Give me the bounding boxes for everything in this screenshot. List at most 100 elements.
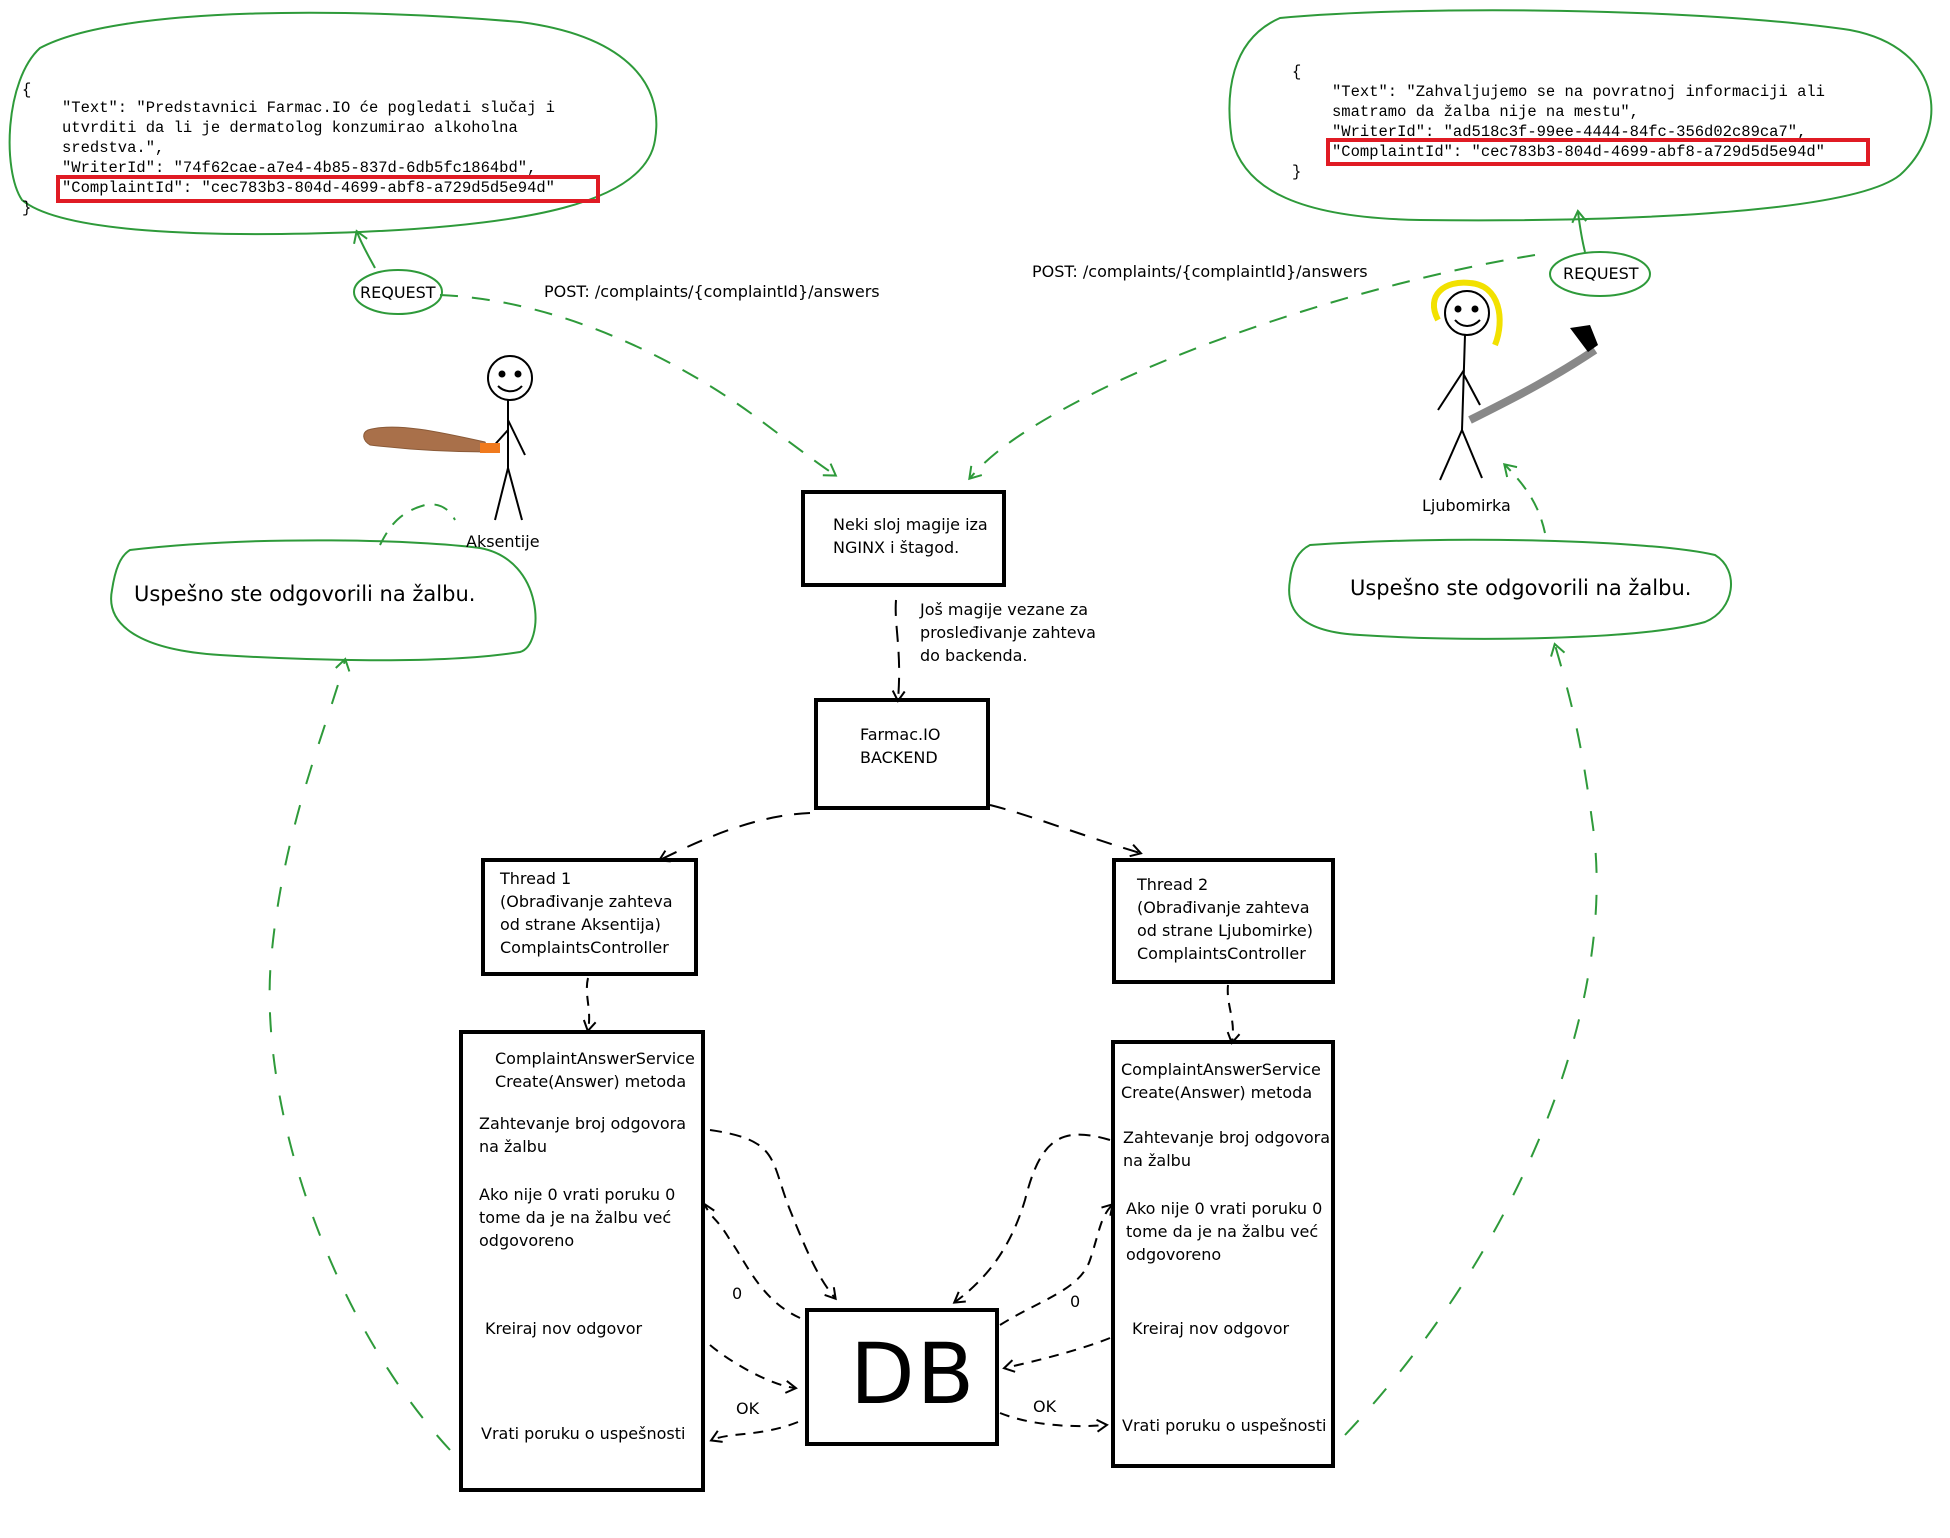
left-endpoint-label: POST: /complaints/{complaintId}/answers	[544, 282, 880, 301]
nginx-note-line2: prosleđivanje zahteva	[920, 623, 1096, 642]
right-service-step2b: tome da je na žalbu već	[1126, 1222, 1319, 1241]
nginx-note-line1: Još magije vezane za	[920, 600, 1089, 619]
right-service-step3: Kreiraj nov odgovor	[1132, 1319, 1290, 1338]
db-box	[805, 1308, 999, 1446]
left-request-brace-open: {	[22, 81, 32, 99]
left-service-step2b: tome da je na žalbu već	[479, 1208, 672, 1227]
left-create-to-db-arrow	[709, 1344, 798, 1394]
nginx-box	[801, 490, 1006, 587]
left-actor-club	[363, 426, 491, 453]
backend-box-line2: BACKEND	[860, 748, 938, 767]
thread1-line2: (Obrađivanje zahteva	[500, 892, 673, 911]
left-request-label: REQUEST	[360, 283, 436, 302]
right-db-ok-arrow	[999, 1412, 1109, 1433]
thread2-line4: ComplaintsController	[1137, 944, 1306, 963]
nginx-box-line2: NGINX i štagod.	[833, 538, 960, 557]
left-db-ok-arrow	[709, 1421, 799, 1443]
left-zero-label: 0	[732, 1284, 743, 1303]
left-service-step1a: Zahtevanje broj odgovora	[479, 1114, 687, 1133]
right-service-box	[1111, 1040, 1335, 1468]
right-service-title1: ComplaintAnswerService	[1121, 1060, 1321, 1079]
left-request-complaint-line: "ComplaintId": "cec783b3-804d-4699-abf8-…	[62, 179, 555, 197]
thread2-to-service-arrow	[1226, 984, 1241, 1045]
thread2-line3: od strane Ljubomirke)	[1137, 921, 1313, 940]
left-service-title2: Create(Answer) metoda	[495, 1072, 687, 1091]
left-service-step2a: Ako nije 0 vrati poruku 0	[479, 1185, 676, 1204]
left-service-step3: Kreiraj nov odgovor	[485, 1319, 643, 1338]
left-service-step1b: na žalbu	[479, 1137, 547, 1156]
right-request-text-line1: "Text": "Zahvaljujemo se na povratnoj in…	[1332, 83, 1825, 101]
right-actor-figure	[1430, 279, 1503, 481]
right-service-step2c: odgovoreno	[1126, 1245, 1222, 1264]
left-ok-label: OK	[736, 1399, 760, 1418]
nginx-to-backend-arrow	[891, 599, 906, 703]
left-service-title1: ComplaintAnswerService	[495, 1049, 695, 1068]
left-response-message: Uspešno ste odgovorili na žalbu.	[134, 582, 476, 606]
backend-box	[814, 698, 990, 810]
backend-box-line1: Farmac.IO	[860, 725, 941, 744]
right-request-brace-close: }	[1292, 163, 1302, 181]
thread1-line1: Thread 1	[500, 869, 572, 888]
left-request-brace-close: }	[22, 199, 32, 217]
left-request-text-line1: "Text": "Predstavnici Farmac.IO će pogle…	[62, 99, 555, 117]
left-complaint-id-highlight	[56, 175, 600, 203]
right-service-step1b: na žalbu	[1123, 1151, 1191, 1170]
left-service-step2c: odgovoreno	[479, 1231, 575, 1250]
thread1-line3: od strane Aksentija)	[500, 915, 661, 934]
left-actor-name: Aksentije	[466, 532, 540, 551]
right-service-step4: Vrati poruku o uspešnosti	[1122, 1416, 1327, 1435]
left-request-writer-line: "WriterId": "74f62cae-a7e4-4b85-837d-6db…	[62, 159, 537, 177]
left-return-arrow	[268, 657, 451, 1451]
right-db-zero-arrow	[999, 1202, 1114, 1326]
right-ok-label: OK	[1033, 1397, 1057, 1416]
right-request-writer-line: "WriterId": "ad518c3f-99ee-4444-84fc-356…	[1332, 123, 1807, 141]
right-service-title2: Create(Answer) metoda	[1121, 1083, 1313, 1102]
right-create-to-db-arrow	[1002, 1337, 1111, 1373]
right-response-to-actor-arrow	[1502, 462, 1546, 534]
right-actor-tool-handle	[1468, 346, 1598, 424]
thread1-line4: ComplaintsController	[500, 938, 669, 957]
right-service-step1a: Zahtevanje broj odgovora	[1123, 1128, 1331, 1147]
left-actor-figure	[487, 355, 533, 521]
right-request-brace-open: {	[1292, 63, 1302, 81]
right-request-complaint-line: "ComplaintId": "cec783b3-804d-4699-abf8-…	[1332, 143, 1825, 161]
nginx-note-line3: do backenda.	[920, 646, 1028, 665]
left-request-text-line2: utvrditi da li je dermatolog konzumirao …	[62, 119, 518, 137]
backend-to-thread1-arrow	[657, 812, 811, 863]
thread2-line1: Thread 2	[1137, 875, 1209, 894]
right-return-arrow	[1344, 642, 1598, 1436]
right-query-to-db-arrow	[952, 1133, 1111, 1304]
nginx-box-line1: Neki sloj magije iza	[833, 515, 988, 534]
thread2-line2: (Obrađivanje zahteva	[1137, 898, 1310, 917]
left-request-to-cloud-arrow	[353, 229, 376, 269]
right-request-cloud	[1228, 9, 1933, 222]
left-request-text-line3: sredstva.",	[62, 139, 165, 157]
thread1-to-service-arrow	[582, 977, 597, 1033]
left-query-to-db-arrow	[709, 1129, 837, 1301]
right-actor-name: Ljubomirka	[1422, 496, 1511, 515]
left-request-cloud	[8, 11, 658, 236]
right-request-to-cloud-arrow	[1571, 209, 1587, 253]
right-request-label: REQUEST	[1563, 264, 1639, 283]
thread2-box	[1112, 858, 1335, 984]
left-request-bubble	[353, 269, 443, 315]
right-endpoint-label: POST: /complaints/{complaintId}/answers	[1032, 262, 1368, 281]
left-actor-club-handle	[480, 443, 500, 453]
right-response-cloud	[1288, 538, 1732, 640]
db-label: DB	[850, 1325, 977, 1423]
left-service-step4: Vrati poruku o uspešnosti	[481, 1424, 686, 1443]
right-request-text-line2: smatramo da žalba nije na mestu",	[1332, 103, 1639, 121]
right-post-arrow	[968, 254, 1536, 481]
right-response-message: Uspešno ste odgovorili na žalbu.	[1350, 576, 1692, 600]
left-response-cloud	[110, 539, 537, 662]
right-request-bubble	[1549, 251, 1651, 297]
left-db-zero-arrow	[702, 1202, 801, 1319]
right-complaint-id-highlight	[1326, 138, 1870, 166]
left-post-arrow	[439, 294, 838, 477]
left-response-to-actor-arrow	[379, 503, 456, 546]
right-service-step2a: Ako nije 0 vrati poruku 0	[1126, 1199, 1323, 1218]
right-zero-label: 0	[1070, 1292, 1081, 1311]
left-service-box	[459, 1030, 705, 1492]
thread1-box	[481, 858, 698, 976]
backend-to-thread2-arrow	[989, 804, 1143, 858]
